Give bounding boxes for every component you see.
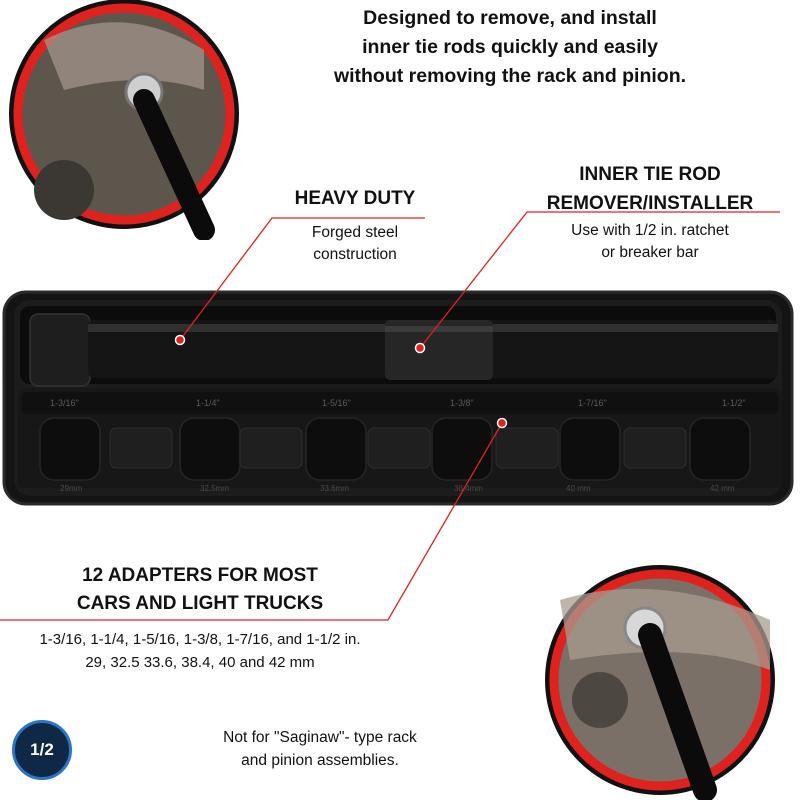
- headline-line: Designed to remove, and install: [363, 7, 657, 29]
- case-label: 38.4mm: [454, 484, 483, 493]
- case-label: 1-7/16": [578, 398, 607, 408]
- note-line: Not for "Saginaw"- type rack: [223, 729, 417, 746]
- heavy-duty-line: Forged steel: [311, 224, 399, 241]
- adapters-line: 1-3/16, 1-1/4, 1-5/16, 1-3/8, 1-7/16, an…: [39, 631, 361, 648]
- case-label: 1-1/4": [196, 398, 220, 408]
- adapters-title-line: 12 ADAPTERS FOR MOST: [82, 565, 318, 586]
- heavy-duty-title: HEAVY DUTY: [294, 188, 416, 209]
- tie-rod-title: INNER TIE ROD REMOVER/INSTALLER: [520, 160, 780, 218]
- tie-rod-line: Use with 1/2 in. ratchet: [571, 222, 729, 239]
- case-label: 1-5/16": [322, 398, 351, 408]
- tie-rod-title-line: INNER TIE ROD: [579, 164, 721, 185]
- case-label: 1-1/2": [722, 398, 746, 408]
- heavy-duty-description: Forged steel construction: [270, 222, 440, 266]
- note-line: and pinion assemblies.: [241, 752, 399, 769]
- inset-photo-bottom-right: [545, 565, 775, 800]
- adapters-title: 12 ADAPTERS FOR MOST CARS AND LIGHT TRUC…: [20, 562, 380, 618]
- heavy-duty-line: construction: [313, 246, 397, 263]
- tie-rod-title-line: REMOVER/INSTALLER: [546, 193, 754, 214]
- case-label: 42 mm: [710, 484, 735, 493]
- case-label: 1-3/16": [50, 398, 79, 408]
- case-label: 33.6mm: [320, 484, 349, 493]
- headline: Designed to remove, and install inner ti…: [290, 4, 730, 91]
- case-label: 1-3/8": [450, 398, 474, 408]
- adapters-title-line: CARS AND LIGHT TRUCKS: [76, 593, 324, 614]
- headline-line: inner tie rods quickly and easily: [362, 36, 658, 58]
- tie-rod-description: Use with 1/2 in. ratchet or breaker bar: [520, 220, 780, 264]
- adapters-sizes: 1-3/16, 1-1/4, 1-5/16, 1-3/8, 1-7/16, an…: [0, 628, 400, 674]
- case-label: 29mm: [60, 484, 83, 493]
- adapters-line: 29, 32.5 33.6, 38.4, 40 and 42 mm: [85, 654, 315, 671]
- tie-rod-line: or breaker bar: [601, 244, 699, 261]
- case-label: 32.5mm: [200, 484, 229, 493]
- drive-size-badge: 1/2: [12, 720, 72, 780]
- headline-line: without removing the rack and pinion.: [333, 65, 687, 87]
- case-label: 40 mm: [566, 484, 591, 493]
- inset-photo-top-left: [9, 0, 239, 240]
- compatibility-note: Not for "Saginaw"- type rack and pinion …: [195, 726, 445, 772]
